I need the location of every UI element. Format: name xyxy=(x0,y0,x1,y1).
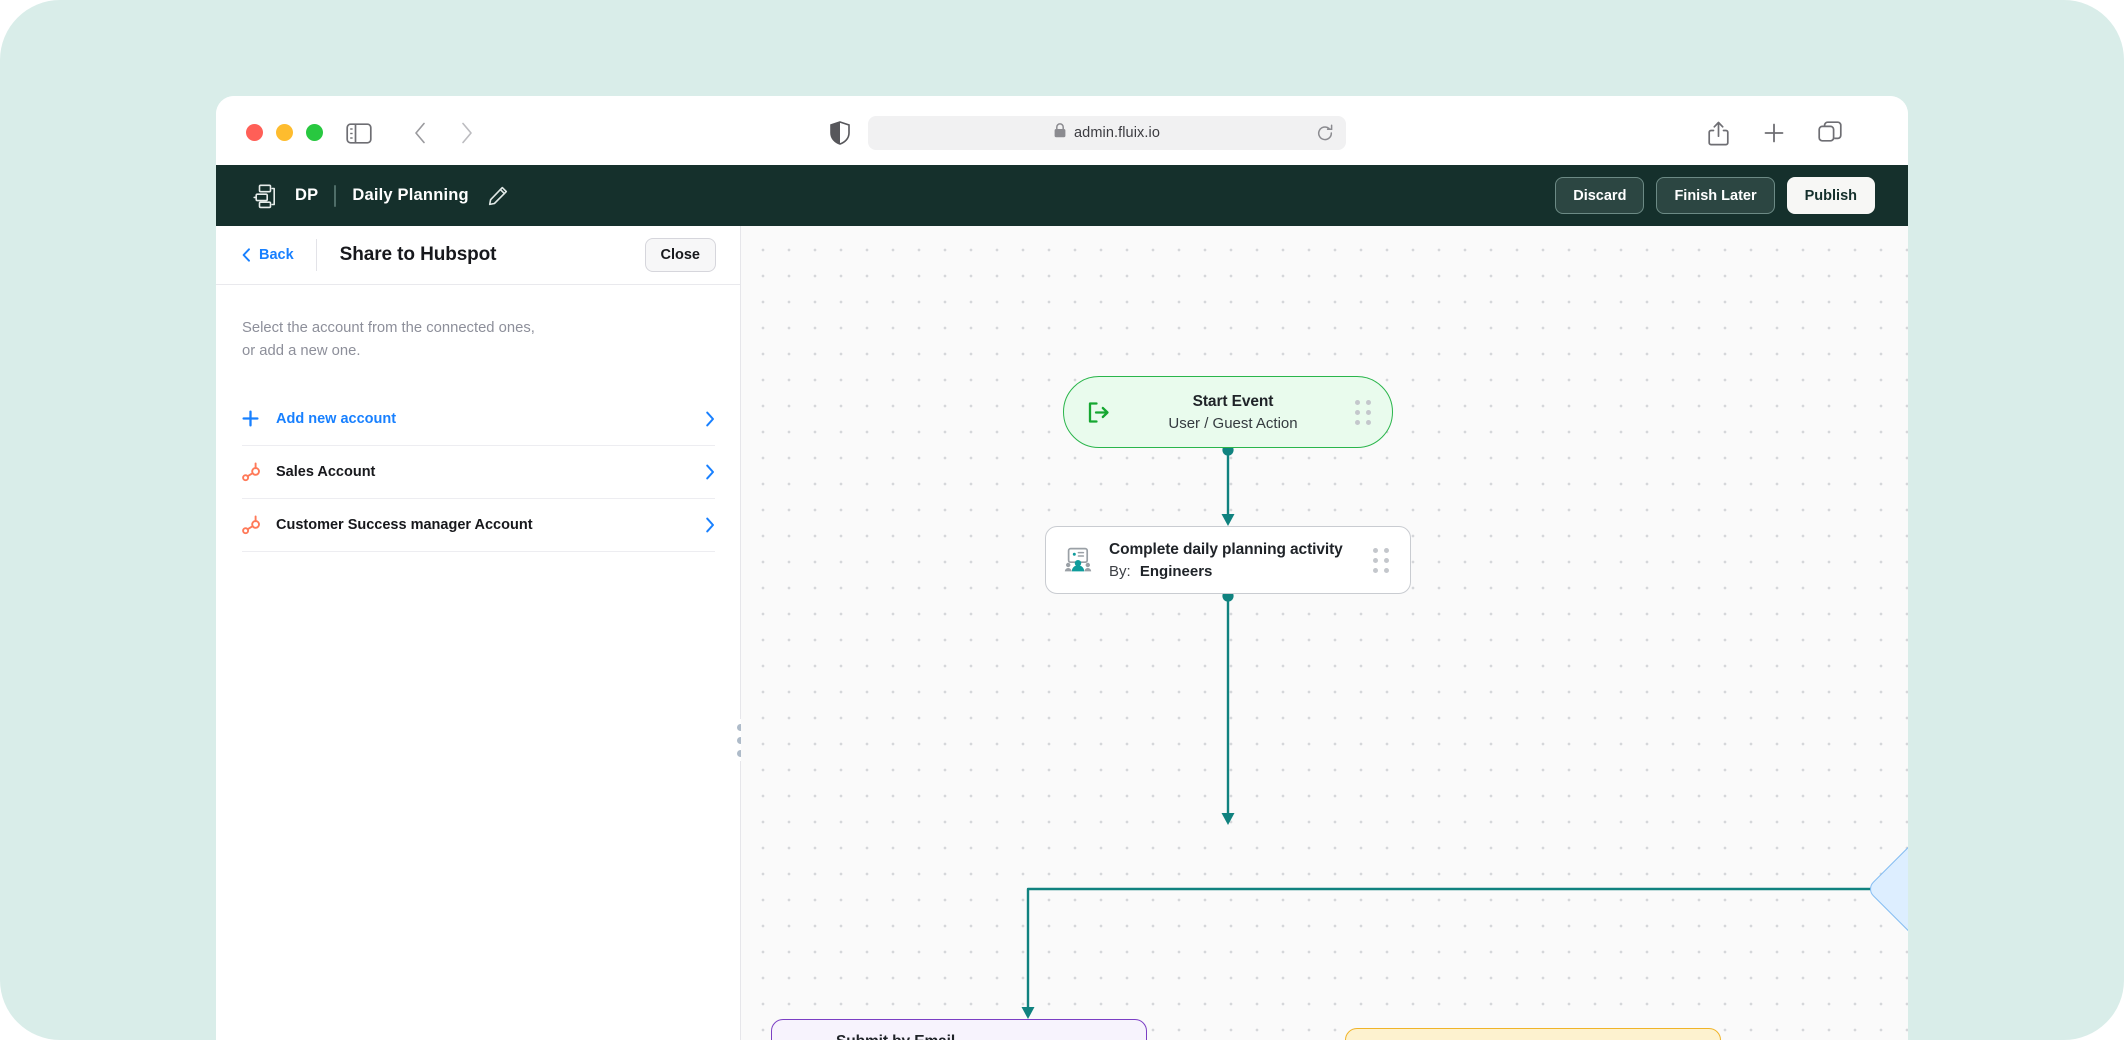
breadcrumb-separator xyxy=(334,185,336,207)
close-button[interactable]: Close xyxy=(645,238,717,272)
gateway-content: AND xyxy=(1892,826,1908,952)
workflow-node-share-to[interactable]: HTTP Share to xyxy=(1345,1028,1721,1040)
chevron-right-icon[interactable] xyxy=(452,118,480,148)
workflow-node-start-event[interactable]: Start Event User / Guest Action xyxy=(1063,376,1393,448)
plus-icon xyxy=(242,410,276,427)
pencil-icon[interactable] xyxy=(487,185,509,207)
add-new-account-row[interactable]: Add new account xyxy=(242,393,715,446)
browser-toolbar: admin.fluix.io xyxy=(216,96,1908,165)
url-bar[interactable]: admin.fluix.io xyxy=(868,116,1346,150)
page-title: Daily Planning xyxy=(352,186,469,205)
panel-description: Select the account from the connected on… xyxy=(216,285,741,363)
back-button[interactable]: Back xyxy=(242,247,294,263)
account-row-sales[interactable]: Sales Account xyxy=(242,446,715,499)
chevron-left-icon xyxy=(242,248,251,262)
node-title: Start Event xyxy=(1193,393,1274,411)
lock-icon xyxy=(1054,123,1066,143)
tabs-icon[interactable] xyxy=(1816,119,1844,147)
account-list: Add new account xyxy=(216,393,741,552)
chevron-right-icon xyxy=(705,411,715,427)
chevron-right-icon xyxy=(705,517,715,533)
chevron-left-icon[interactable] xyxy=(406,118,434,148)
project-code: DP xyxy=(295,186,318,205)
reload-icon[interactable] xyxy=(1316,124,1334,142)
discard-button[interactable]: Discard xyxy=(1555,177,1644,214)
workflow-node-gateway-and[interactable]: AND xyxy=(1892,826,1908,952)
node-text: Start Event User / Guest Action xyxy=(1111,393,1355,432)
shield-icon[interactable] xyxy=(826,118,854,148)
drag-grip-icon[interactable] xyxy=(1373,548,1390,573)
window-traffic-lights xyxy=(246,124,323,141)
account-row-customer-success[interactable]: Customer Success manager Account xyxy=(242,499,715,552)
panel-header-divider xyxy=(316,239,317,271)
app-header: DP Daily Planning Discard Finish Later P… xyxy=(216,165,1908,226)
account-label: Customer Success manager Account xyxy=(276,517,533,533)
maximize-window-button[interactable] xyxy=(306,124,323,141)
workflow-canvas[interactable]: Start Event User / Guest Action xyxy=(741,226,1908,1040)
node-subtitle: By: Engineers xyxy=(1109,563,1373,580)
chevron-right-icon xyxy=(705,464,715,480)
workflow-node-submit-by-email[interactable]: Submit by Email Recipient:1•Docs:1 xyxy=(771,1019,1147,1040)
url-text: admin.fluix.io xyxy=(1074,125,1160,141)
users-group-icon xyxy=(1064,546,1092,574)
node-subtitle: User / Guest Action xyxy=(1168,415,1297,432)
close-window-button[interactable] xyxy=(246,124,263,141)
workflow-edges xyxy=(741,226,1908,1040)
add-new-account-label: Add new account xyxy=(276,411,396,427)
drag-grip-icon[interactable] xyxy=(1355,400,1372,425)
minimize-window-button[interactable] xyxy=(276,124,293,141)
panel-description-line-1: Select the account from the connected on… xyxy=(242,317,715,340)
publish-button[interactable]: Publish xyxy=(1787,177,1875,214)
hubspot-icon xyxy=(242,515,276,535)
header-actions: Discard Finish Later Publish xyxy=(1555,177,1875,214)
hubspot-icon xyxy=(242,462,276,482)
node-subtitle-label: By: xyxy=(1109,563,1131,580)
plus-icon[interactable] xyxy=(1760,118,1788,148)
app-body: Back Share to Hubspot Close Select the a… xyxy=(216,226,1908,1040)
breadcrumb: DP Daily Planning xyxy=(250,183,509,209)
side-panel: Back Share to Hubspot Close Select the a… xyxy=(216,226,741,1040)
browser-window: admin.fluix.io xyxy=(216,96,1908,1040)
workflow-node-task[interactable]: Complete daily planning activity By: Eng… xyxy=(1045,526,1411,594)
panel-title: Share to Hubspot xyxy=(340,244,497,266)
node-text: Submit by Email Recipient:1•Docs:1 xyxy=(836,1033,1111,1040)
workflow-icon xyxy=(250,183,276,209)
share-icon[interactable] xyxy=(1704,117,1732,149)
account-label: Sales Account xyxy=(276,464,375,480)
sidebar-icon[interactable] xyxy=(344,118,374,148)
panel-header: Back Share to Hubspot Close xyxy=(216,226,741,285)
finish-later-button[interactable]: Finish Later xyxy=(1656,177,1774,214)
node-text: Complete daily planning activity By: Eng… xyxy=(1109,541,1373,580)
node-title: Submit by Email xyxy=(836,1033,1111,1040)
node-title: Complete daily planning activity xyxy=(1109,541,1373,559)
back-label: Back xyxy=(259,247,294,263)
node-subtitle-value: Engineers xyxy=(1140,563,1213,580)
sign-in-icon xyxy=(1086,400,1111,425)
panel-description-line-2: or add a new one. xyxy=(242,340,715,363)
